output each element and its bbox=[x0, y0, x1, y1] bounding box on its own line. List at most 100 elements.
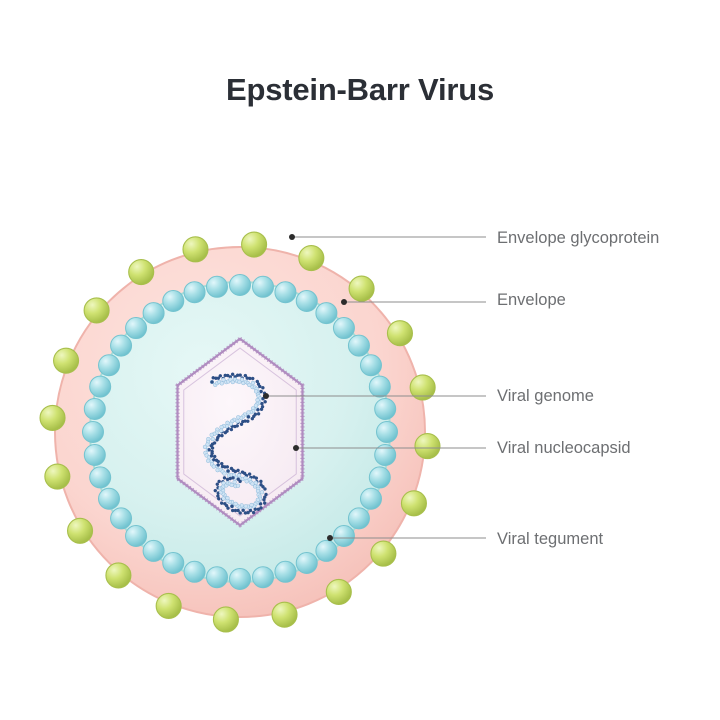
tegument-bead bbox=[368, 466, 391, 489]
tegument-bead bbox=[359, 354, 382, 377]
genome-bead bbox=[250, 416, 255, 421]
genome-bead bbox=[222, 471, 227, 476]
glycoprotein-head bbox=[128, 258, 155, 286]
genome-bead bbox=[246, 415, 251, 419]
anchor-dot-envelope bbox=[341, 299, 347, 305]
tegument-bead bbox=[315, 302, 338, 325]
tegument-bead bbox=[162, 290, 185, 313]
genome-bead bbox=[231, 476, 235, 480]
glycoprotein-head bbox=[400, 490, 427, 517]
genome-bead bbox=[222, 476, 227, 480]
genome-bead bbox=[238, 373, 242, 377]
genome-bead bbox=[236, 468, 240, 473]
genome-bead bbox=[237, 379, 242, 384]
anchor-dot-viral-nucleocapsid bbox=[293, 445, 299, 451]
genome-bead bbox=[256, 412, 261, 416]
glycoprotein-head bbox=[414, 433, 441, 460]
genome-bead bbox=[230, 508, 235, 513]
tegument-bead bbox=[376, 421, 398, 443]
genome-bead bbox=[255, 488, 261, 494]
tegument-bead bbox=[110, 507, 133, 530]
glycoprotein-head bbox=[182, 236, 209, 263]
genome-bead bbox=[207, 448, 211, 452]
tegument-bead bbox=[98, 487, 121, 510]
tegument-bead-ring bbox=[82, 274, 398, 590]
tegument-bead bbox=[142, 539, 165, 562]
genome-bead bbox=[256, 507, 261, 512]
tegument-bead bbox=[332, 524, 355, 547]
genome-bead bbox=[246, 410, 251, 415]
genome-bead bbox=[241, 419, 245, 424]
tegument-bead bbox=[332, 317, 355, 340]
genome-bead bbox=[216, 463, 220, 467]
genome-bead bbox=[259, 490, 265, 495]
genome-bead bbox=[212, 454, 217, 459]
tegument-bead bbox=[82, 421, 104, 443]
tegument-bead bbox=[252, 566, 274, 589]
glycoprotein-head bbox=[241, 231, 268, 258]
tegument-bead bbox=[206, 566, 228, 589]
genome-bead bbox=[220, 461, 224, 466]
tegument-bead bbox=[368, 375, 391, 398]
genome-bead bbox=[219, 501, 224, 505]
tegument-bead bbox=[83, 444, 106, 466]
genome-bead bbox=[225, 373, 230, 378]
tegument-bead bbox=[347, 334, 370, 357]
nucleocapsid-inner-outline bbox=[183, 347, 297, 517]
genome-bead bbox=[221, 481, 226, 486]
genome-bead bbox=[232, 479, 237, 485]
genome-bead bbox=[216, 494, 220, 498]
tegument-bead bbox=[295, 290, 318, 313]
glycoprotein-head bbox=[53, 347, 80, 374]
tegument-bead bbox=[162, 551, 185, 574]
genome-bead bbox=[202, 444, 208, 450]
genome-bead bbox=[223, 502, 227, 506]
tegument-bead bbox=[98, 354, 121, 377]
genome-bead bbox=[206, 458, 211, 463]
tegument-bead bbox=[142, 302, 165, 325]
genome-bead bbox=[209, 432, 214, 438]
genome-bead bbox=[223, 430, 228, 435]
genome-bead bbox=[259, 506, 263, 510]
genome-bead bbox=[263, 487, 267, 491]
tegument-bead bbox=[274, 281, 297, 304]
glycoprotein-head bbox=[348, 275, 375, 302]
glycoprotein-head bbox=[155, 592, 182, 619]
genome-bead bbox=[216, 376, 221, 380]
tegument-bead bbox=[183, 560, 206, 583]
label-envelope-glycoprotein: Envelope glycoprotein bbox=[497, 229, 660, 247]
genome-bead bbox=[259, 479, 263, 484]
glycoprotein-head bbox=[212, 606, 239, 633]
glycoprotein-heads-group bbox=[39, 231, 441, 633]
tegument-bead bbox=[359, 487, 382, 510]
genome-bead bbox=[230, 504, 234, 509]
genome-bead bbox=[216, 459, 220, 464]
genome-bead bbox=[238, 479, 242, 484]
glycoprotein-head bbox=[39, 404, 66, 431]
glycoprotein-head bbox=[325, 578, 352, 606]
genome-bead bbox=[259, 407, 264, 412]
genome-bead bbox=[263, 400, 267, 404]
genome-bead bbox=[247, 382, 252, 388]
genome-bead bbox=[248, 376, 252, 381]
genome-bead bbox=[225, 495, 230, 501]
glycoprotein-head bbox=[386, 320, 414, 347]
genome-bead bbox=[218, 428, 224, 433]
tegument-bead bbox=[274, 560, 297, 583]
glycoprotein-head bbox=[298, 245, 325, 272]
tegument-bead bbox=[229, 568, 251, 590]
glycoprotein-head bbox=[67, 517, 94, 544]
genome-bead bbox=[213, 488, 218, 493]
genome-bead bbox=[239, 377, 245, 382]
genome-bead bbox=[215, 482, 220, 486]
genome-bead bbox=[262, 498, 266, 502]
label-viral-nucleocapsid: Viral nucleocapsid bbox=[497, 439, 631, 457]
glycoprotein-head bbox=[44, 463, 71, 490]
tegument-bead bbox=[125, 317, 148, 340]
viral-genome-strand bbox=[202, 372, 268, 515]
tegument-bead bbox=[252, 275, 274, 298]
tegument-bead bbox=[125, 524, 148, 547]
glycoprotein-head bbox=[83, 297, 110, 324]
genome-bead bbox=[219, 381, 224, 386]
